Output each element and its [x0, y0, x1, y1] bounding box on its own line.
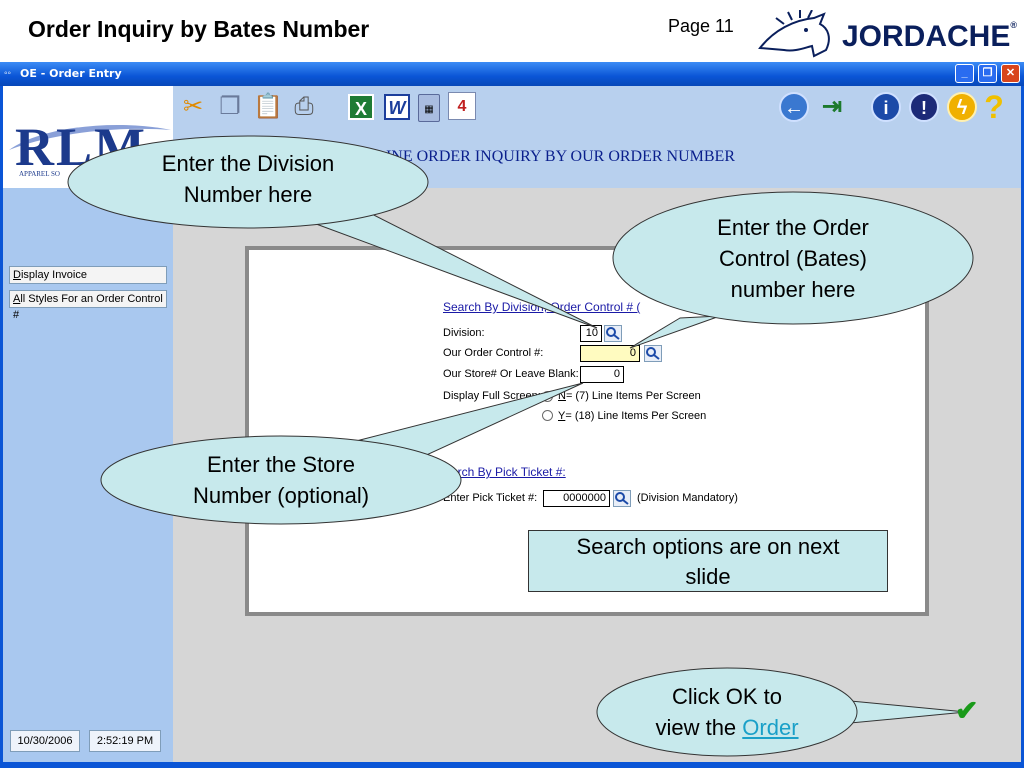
- display-invoice-button[interactable]: Display Invoice: [9, 266, 167, 284]
- order-lookup-button[interactable]: [644, 345, 662, 362]
- status-time: 2:52:19 PM: [89, 730, 161, 752]
- copy-icon[interactable]: ❐: [219, 93, 241, 120]
- print-icon[interactable]: ⎙: [294, 93, 314, 120]
- sidebar: Display Invoice All Styles For an Order …: [3, 188, 173, 762]
- restore-button[interactable]: ❐: [978, 64, 997, 83]
- display-full-screen-label: Display Full Screen:: [443, 390, 541, 402]
- store-label: Our Store# Or Leave Blank:: [443, 368, 579, 380]
- option-y-label: Y= (18) Line Items Per Screen: [558, 410, 707, 422]
- option-y-radio[interactable]: [542, 410, 553, 421]
- paste-icon[interactable]: 📋: [253, 93, 283, 120]
- screen-title: L LINE ORDER INQUIRY BY OUR ORDER NUMBER: [363, 148, 735, 165]
- window-titlebar[interactable]: ◦◦ OE - Order Entry _ ❐ ✕: [0, 62, 1024, 86]
- slide-title: Order Inquiry by Bates Number: [28, 16, 370, 42]
- order-control-input[interactable]: 0: [580, 345, 640, 362]
- order-control-label: Our Order Control #:: [443, 347, 544, 359]
- rlm-subtitle: APPAREL SO: [19, 170, 60, 178]
- window-title: OE - Order Entry: [20, 67, 122, 80]
- calculator-icon[interactable]: ▦: [418, 94, 440, 122]
- ok-checkmark-icon[interactable]: ✔: [955, 695, 979, 726]
- close-button[interactable]: ✕: [1001, 64, 1020, 83]
- back-arrow-icon[interactable]: ←: [779, 92, 809, 122]
- excel-icon[interactable]: X: [348, 94, 374, 120]
- brand-logo-text: JORDACHE®: [842, 20, 1017, 53]
- cut-icon[interactable]: ✂: [182, 93, 204, 120]
- order-link[interactable]: Order: [742, 715, 799, 740]
- lightning-icon[interactable]: ϟ: [947, 92, 977, 122]
- page-number: Page 11: [668, 16, 734, 36]
- pick-ticket-note: (Division Mandatory): [637, 492, 738, 504]
- calendar-icon[interactable]: 4: [448, 92, 476, 120]
- status-date: 10/30/2006: [10, 730, 80, 752]
- ok-callout: Click OK to view the Order: [655, 684, 799, 740]
- horse-logo-icon: [758, 10, 830, 58]
- store-input[interactable]: 0: [580, 366, 624, 383]
- word-icon[interactable]: W: [384, 94, 410, 120]
- help-icon[interactable]: ?: [984, 89, 1004, 125]
- division-label: Division:: [443, 327, 485, 339]
- magnifier-icon: [615, 492, 629, 505]
- pick-ticket-input[interactable]: 0000000: [543, 490, 610, 507]
- app-icon: ◦◦: [4, 68, 12, 79]
- rlm-logo: RLM: [15, 117, 147, 177]
- minimize-button[interactable]: _: [955, 64, 974, 83]
- division-lookup-button[interactable]: [604, 325, 622, 342]
- section-division-search[interactable]: Search By Division, Order Control # (: [443, 300, 641, 314]
- option-n-radio[interactable]: [542, 391, 553, 402]
- option-n-label: N= (7) Line Items Per Screen: [558, 390, 701, 402]
- division-input[interactable]: 10: [580, 325, 602, 342]
- magnifier-icon: [646, 347, 660, 360]
- window-bottom-border: [0, 762, 1024, 768]
- pick-ticket-lookup-button[interactable]: [613, 490, 631, 507]
- info-icon[interactable]: i: [871, 92, 901, 122]
- alert-icon[interactable]: !: [909, 92, 939, 122]
- all-styles-button[interactable]: All Styles For an Order Control #: [9, 290, 167, 321]
- pick-ticket-label: Enter Pick Ticket #:: [443, 492, 538, 504]
- magnifier-icon: [606, 327, 620, 340]
- exit-icon[interactable]: ⇥: [821, 93, 843, 120]
- section-pick-ticket-search[interactable]: arch By Pick Ticket #:: [451, 465, 566, 479]
- swoosh-icon: [9, 124, 171, 150]
